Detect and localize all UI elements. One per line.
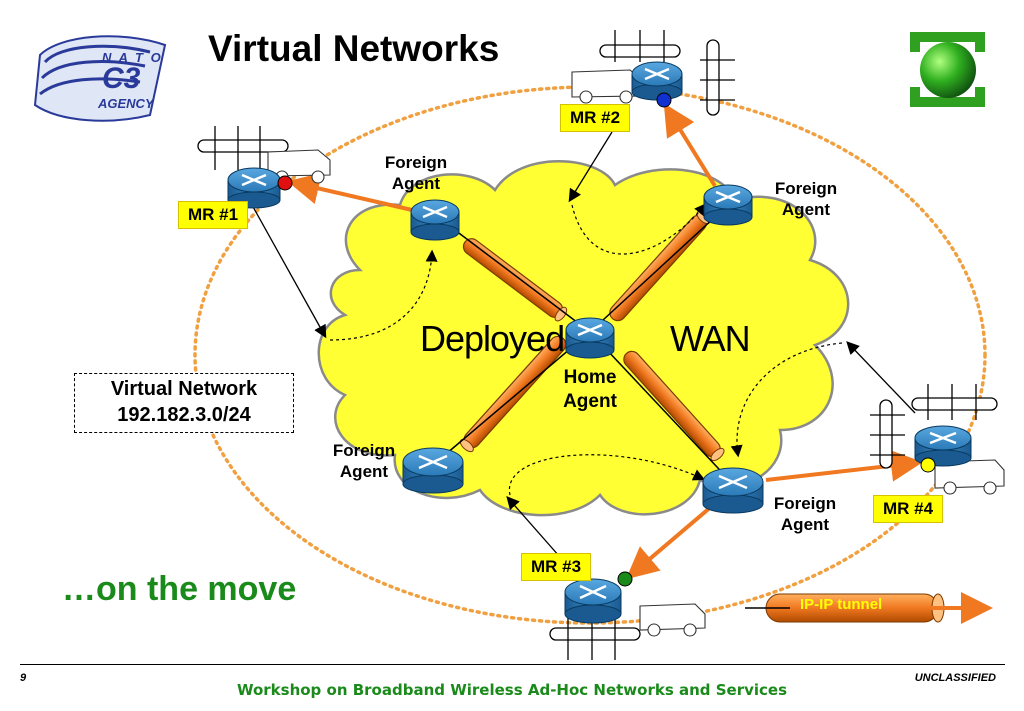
mr1-label: MR #1 [178, 201, 249, 229]
slide-subtitle: …on the move [62, 570, 297, 608]
virtual-network-box: Virtual Network 192.182.3.0/24 [74, 373, 294, 433]
mr2-label: MR #2 [560, 104, 631, 132]
legend-tunnel-icon [745, 592, 993, 624]
router-foreign-bottom-right [702, 467, 764, 514]
mr3-label: MR #3 [521, 553, 592, 581]
classification-label: UNCLASSIFIED [914, 672, 996, 684]
nato-c3-agency-logo [33, 35, 167, 122]
antenna-mr3 [549, 614, 641, 660]
router-mr1 [227, 167, 281, 209]
virtual-network-subnet: 192.182.3.0/24 [117, 404, 251, 426]
link-fa-mr2 [663, 103, 717, 188]
router-mr2 [631, 61, 683, 101]
tunnel-to-bottom-left [459, 335, 567, 453]
router-home-agent [565, 317, 615, 359]
mr4-dot [920, 457, 936, 473]
footer-text: Workshop on Broadband Wireless Ad-Hoc Ne… [236, 681, 788, 699]
logo-nato-text: N A T O [102, 50, 163, 65]
router-foreign-bottom-left [402, 447, 464, 494]
foreign-agent-bottom-left-label: Foreign Agent [332, 441, 396, 481]
antenna-mr2 [599, 30, 735, 116]
tunnel-to-bottom-right [623, 350, 725, 462]
cloud-label-wan: WAN [670, 318, 751, 359]
home-agent-label: Home Agent [563, 367, 617, 412]
slide-title: Virtual Networks [208, 28, 500, 69]
link-fa-mr3 [625, 504, 714, 580]
mr3-dot [617, 571, 633, 587]
router-foreign-top-left [410, 199, 460, 241]
mr1-dot [277, 175, 293, 191]
vehicle-mr4 [934, 459, 1005, 495]
logo-agency-text: AGENCY [98, 96, 154, 111]
antenna-mr1 [197, 126, 289, 170]
router-foreign-top-right [703, 184, 753, 226]
page-number: 9 [20, 672, 27, 684]
link-fa-mr1 [287, 172, 413, 212]
mr2-dot [656, 92, 672, 108]
legend-tunnel-label: IP-IP tunnel [800, 596, 883, 613]
logo-c3-text: C3 [102, 62, 141, 95]
antenna-mr4 [870, 384, 998, 469]
cloud-label-deployed: Deployed [420, 318, 565, 359]
link-fa-mr4 [765, 449, 923, 482]
footer-divider [20, 664, 1005, 665]
router-mr4 [914, 425, 972, 467]
tunnel-to-top-left [462, 238, 568, 322]
foreign-agent-top-right-label: Foreign Agent [774, 179, 838, 219]
router-mr3 [564, 578, 622, 624]
virtual-network-name: Virtual Network [110, 378, 258, 400]
mr4-label: MR #4 [873, 495, 944, 523]
foreign-agent-bottom-right-label: Foreign Agent [773, 494, 837, 534]
foreign-agent-top-left-label: Foreign Agent [384, 153, 448, 193]
vehicle-mr3 [639, 603, 706, 637]
green-ball-logo [905, 32, 990, 107]
